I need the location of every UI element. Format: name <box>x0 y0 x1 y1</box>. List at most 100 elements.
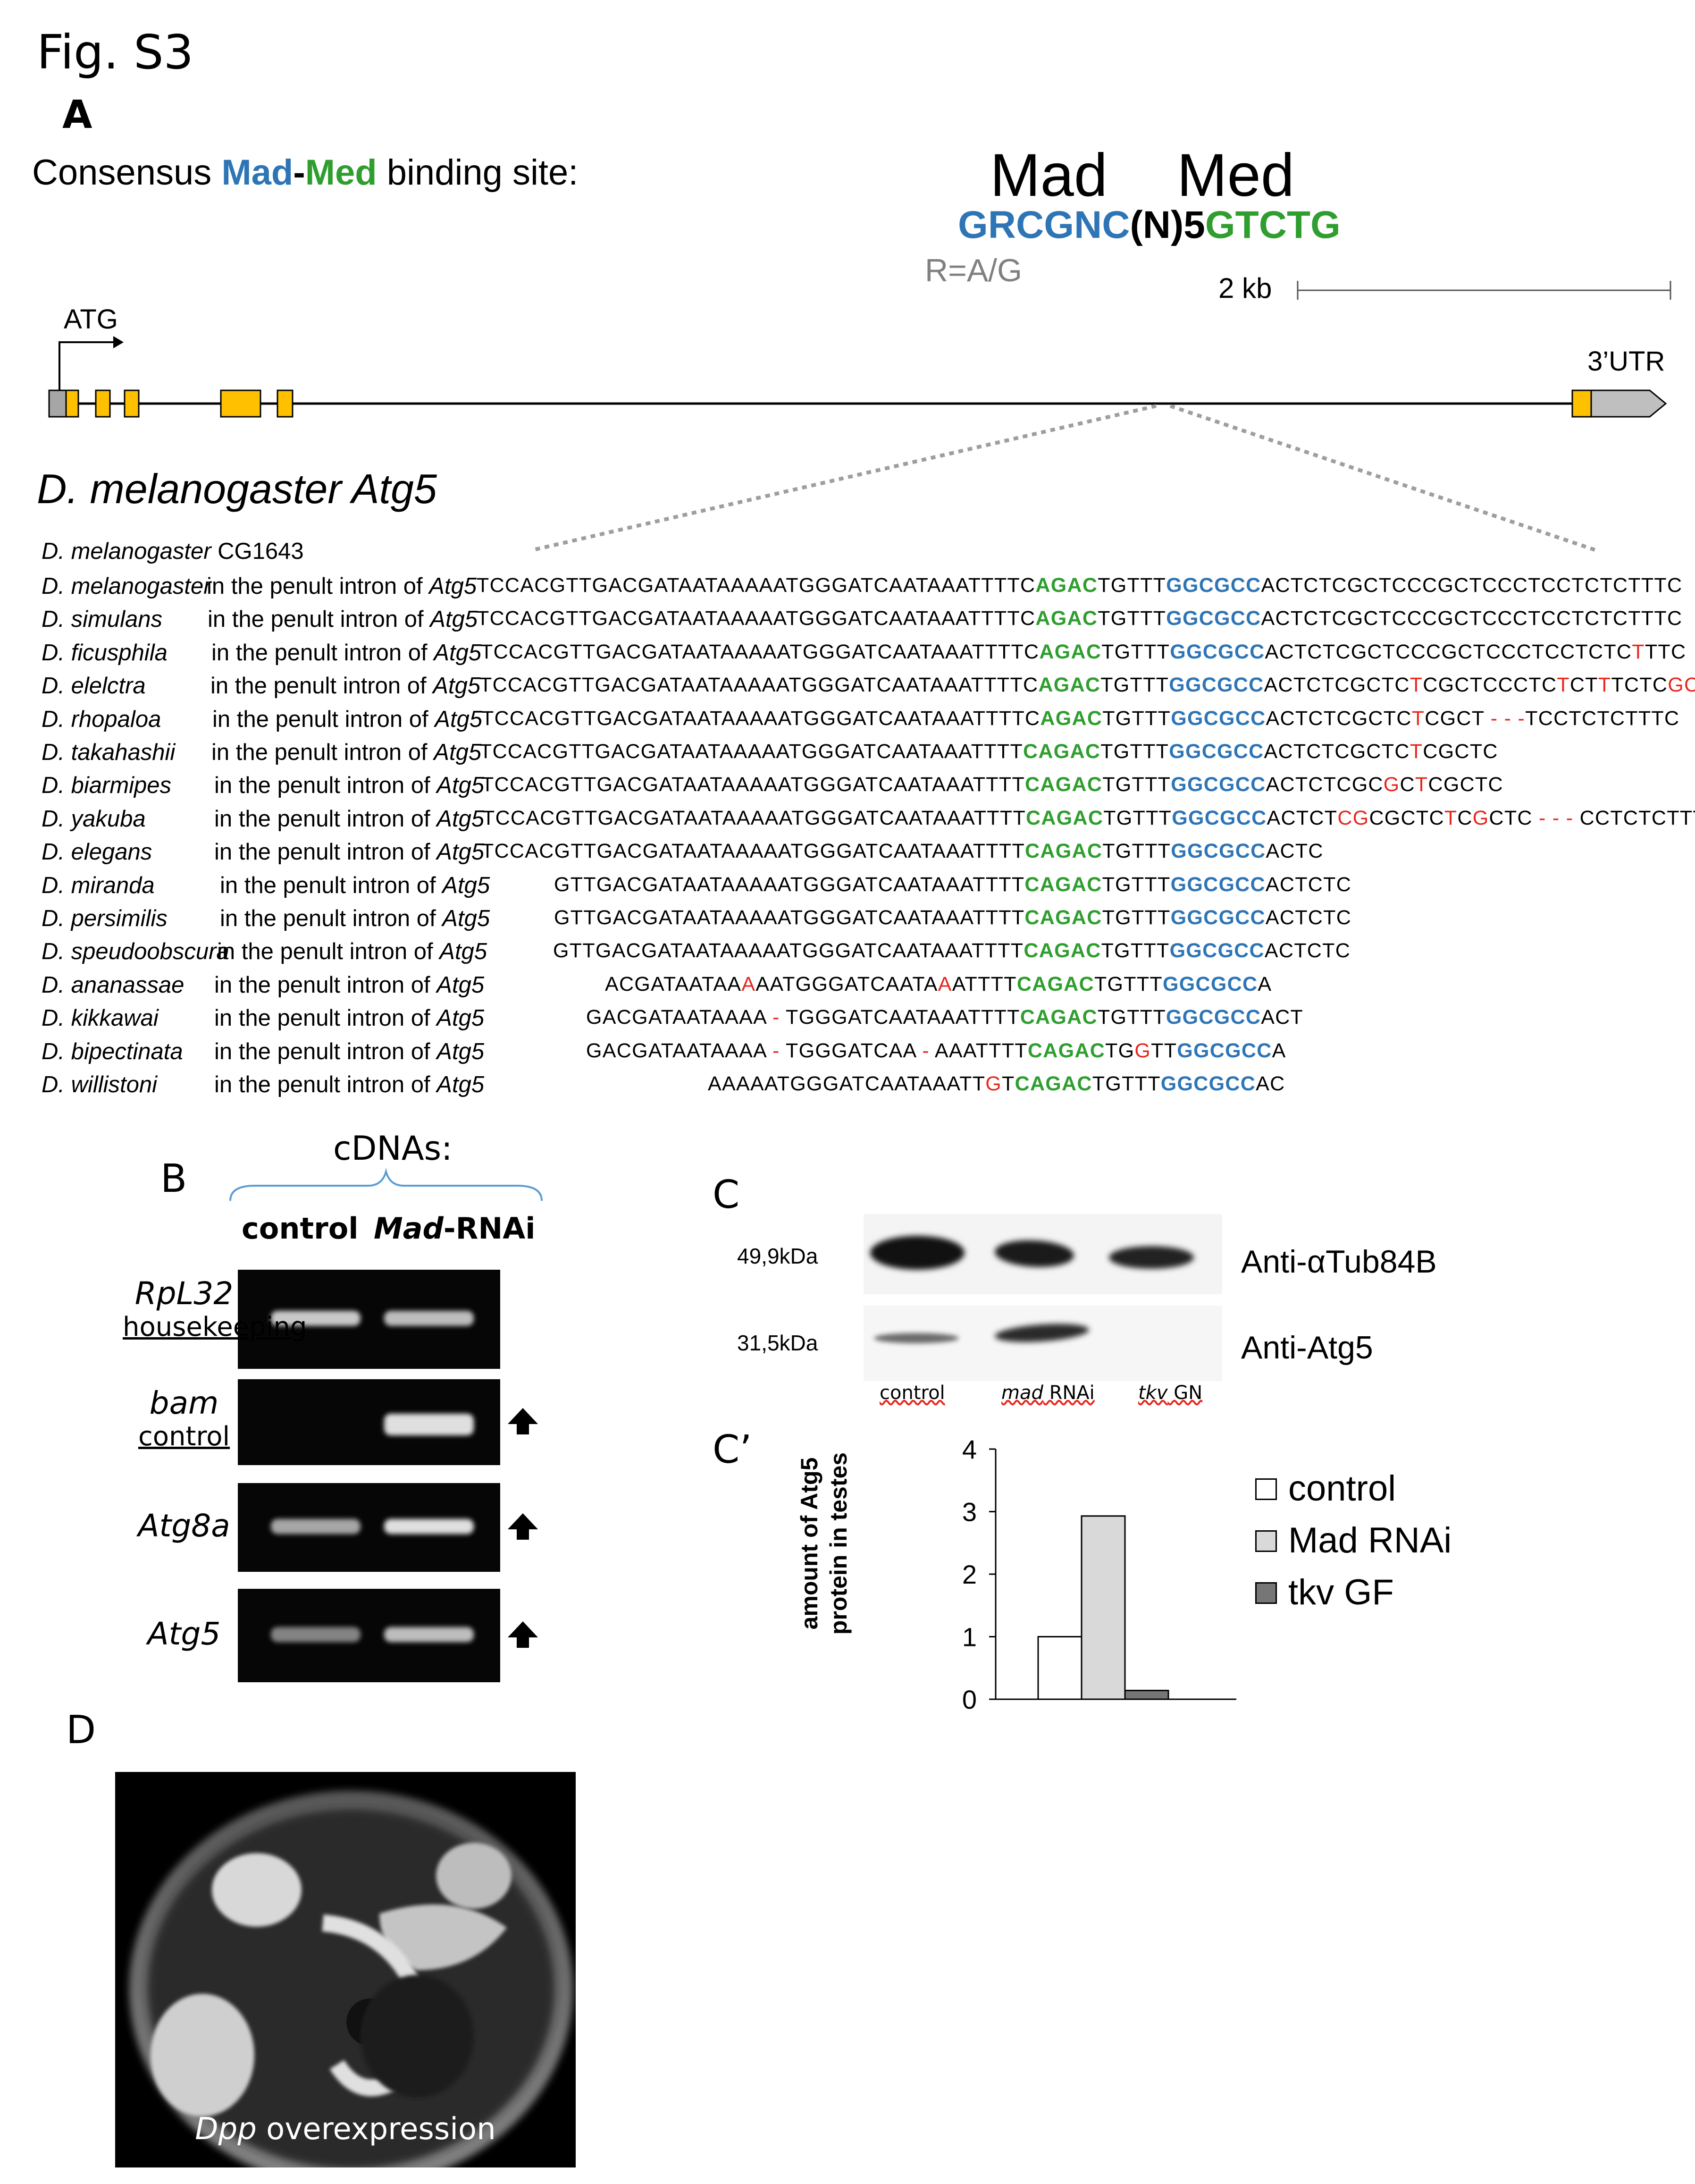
mad-site: GGCGCC <box>1169 740 1264 763</box>
sequence-segment: TGTTT <box>1092 1072 1161 1095</box>
sequence-variant: CG <box>1337 806 1369 829</box>
legend-swatch <box>1255 1530 1277 1552</box>
med-site: CAGAC <box>1024 873 1102 896</box>
y-tick-label: 0 <box>962 1685 977 1714</box>
species-name: D. miranda <box>42 872 155 898</box>
context-gene: Atg5 <box>436 839 485 865</box>
legend-label: Mad RNAi <box>1288 1520 1452 1560</box>
scale-label: 2 kb <box>1218 272 1272 304</box>
lane-control: control <box>880 1382 945 1404</box>
intron-context: in the penult intron of Atg5 <box>211 640 481 666</box>
context-gene: Atg5 <box>442 872 490 898</box>
sequence-segment: AAATTTT <box>930 1039 1028 1062</box>
mad-site: GGCGCC <box>1166 607 1261 630</box>
embryo-image: Dpp overexpression <box>115 1772 576 2167</box>
sequence-segment: TGTTT <box>1102 906 1171 929</box>
band-control <box>271 1627 361 1642</box>
consensus-suffix: binding site: <box>377 152 579 193</box>
band-control <box>271 1414 361 1429</box>
legend-swatch <box>1255 1478 1277 1500</box>
sequence-segment: ACTCTCGCTCCCGCTCCCTCCTCTCTTTC <box>1261 574 1683 597</box>
context-gene: Atg5 <box>442 906 490 931</box>
tubulin-band-mad-rnai <box>994 1238 1075 1269</box>
intron-context: in the penult intron of Atg5 <box>208 606 478 632</box>
embryo-micrograph <box>129 1791 573 2167</box>
intron-context: in the penult intron of Atg5 <box>214 839 484 865</box>
sequence-segment: ACTCTC <box>1265 873 1352 896</box>
med-site: AGAC <box>1040 707 1103 730</box>
sequence-variant: A <box>741 972 756 995</box>
context-gene: Atg5 <box>433 673 481 699</box>
sequence-segment: TGTTT <box>1102 773 1171 796</box>
med-site: CAGAC <box>1026 806 1104 829</box>
context-gene: Atg5 <box>436 972 485 998</box>
sequence-segment: TGTTT <box>1101 640 1170 663</box>
aligned-sequence: GTTGACGATAATAAAAATGGGATCAATAAATTTTCAGACT… <box>554 873 1351 896</box>
med-site: CAGAC <box>1023 740 1101 763</box>
tubulin-band-control <box>870 1236 965 1270</box>
embryo-caption: Dpp overexpression <box>115 2112 576 2147</box>
aligned-sequence: ACGATAATAAAAATGGGATCAATAAATTTTCAGACTGTTT… <box>605 973 1272 996</box>
panel-b-letter: B <box>160 1156 187 1201</box>
sequence-segment: TCCTCTCTTTC <box>1525 707 1680 730</box>
sequence-segment: TGGGATCAATAAATTTT <box>780 1006 1020 1029</box>
sequence-segment: TCCACGTTGACGATAATAAAAATGGGATCAATAAATTTTC <box>477 574 1036 597</box>
aligned-sequence: TCCACGTTGACGATAATAAAAATGGGATCAATAAATTTTC… <box>477 574 1682 597</box>
sequence-segment: TGTTT <box>1101 939 1170 962</box>
lane-tkv-suffix: GN <box>1167 1382 1203 1404</box>
sequence-segment: TGGGATCAA <box>780 1039 923 1062</box>
col-mad-rnai: Mad-RNAi <box>374 1211 536 1246</box>
sequence-segment: ACGATAATAA <box>605 972 742 995</box>
context-text: in the penult intron of <box>214 1005 437 1031</box>
cdnas-header: cDNAs: <box>333 1129 453 1168</box>
sequence-segment: TGTTT <box>1103 806 1172 829</box>
sequence-segment: CGCTC <box>1423 740 1498 763</box>
context-text: in the penult intron of <box>220 906 443 931</box>
context-text: in the penult intron of <box>214 1072 437 1097</box>
consensus-med: Med <box>305 152 377 193</box>
cdnas-brace <box>229 1168 543 1201</box>
exon-2 <box>95 389 111 418</box>
reference-gene: CG1643 <box>218 539 304 564</box>
panel-c-letter: C <box>713 1172 740 1217</box>
context-text: in the penult intron of <box>214 806 437 832</box>
med-header: Med <box>1177 142 1294 209</box>
sequence-variant: - - - <box>1539 806 1574 829</box>
sequence-segment: TCCACGTTGACGATAATAAAAATGGGATCAATAAATTTTC <box>479 674 1039 697</box>
sequence-segment: AAAAATGGGATCAATAAATT <box>708 1072 986 1095</box>
exon-4 <box>220 389 261 418</box>
utr-label: 3’UTR <box>1587 346 1665 377</box>
context-gene: Atg5 <box>436 773 485 799</box>
up-arrow-icon <box>508 1408 538 1424</box>
aligned-sequence: AAAAATGGGATCAATAAATTGTCAGACTGTTTGGCGCCAC <box>708 1072 1285 1096</box>
med-site: AGAC <box>1035 574 1098 597</box>
gel-row-label: Atg5 <box>123 1616 245 1652</box>
motif-spacer: (N)5 <box>1130 203 1205 246</box>
species-name: D. rhopaloa <box>42 706 161 732</box>
bar-mad-rnai <box>1081 1515 1126 1700</box>
consensus-line: Consensus Mad-Med binding site: <box>32 152 578 193</box>
atg5-band-mad-rnai <box>994 1321 1090 1345</box>
sequence-segment: ACTCTC <box>1264 939 1351 962</box>
mad-site: GGCGCC <box>1160 1072 1256 1095</box>
panel-a-letter: A <box>62 93 92 137</box>
mad-site: GGCGCC <box>1166 1006 1261 1029</box>
motif-med: GTCTG <box>1205 203 1341 246</box>
sequence-segment: TGTTT <box>1102 873 1171 896</box>
sequence-segment: ACTCTCGCTC <box>1264 740 1410 763</box>
blot-tubulin <box>864 1214 1222 1294</box>
context-text: in the penult intron of <box>214 1038 437 1064</box>
band-control <box>271 1311 361 1326</box>
aligned-sequence: TCCACGTTGACGATAATAAAAATGGGATCAATAAATTTTC… <box>480 641 1686 664</box>
context-text: in the penult intron of <box>211 740 434 765</box>
sequence-segment: ACTCTCGC <box>1266 773 1384 796</box>
up-arrow-icon <box>508 1621 538 1637</box>
sequence-segment: AC <box>1256 1072 1285 1095</box>
intron-context: in the penult intron of Atg5 <box>214 1005 484 1031</box>
